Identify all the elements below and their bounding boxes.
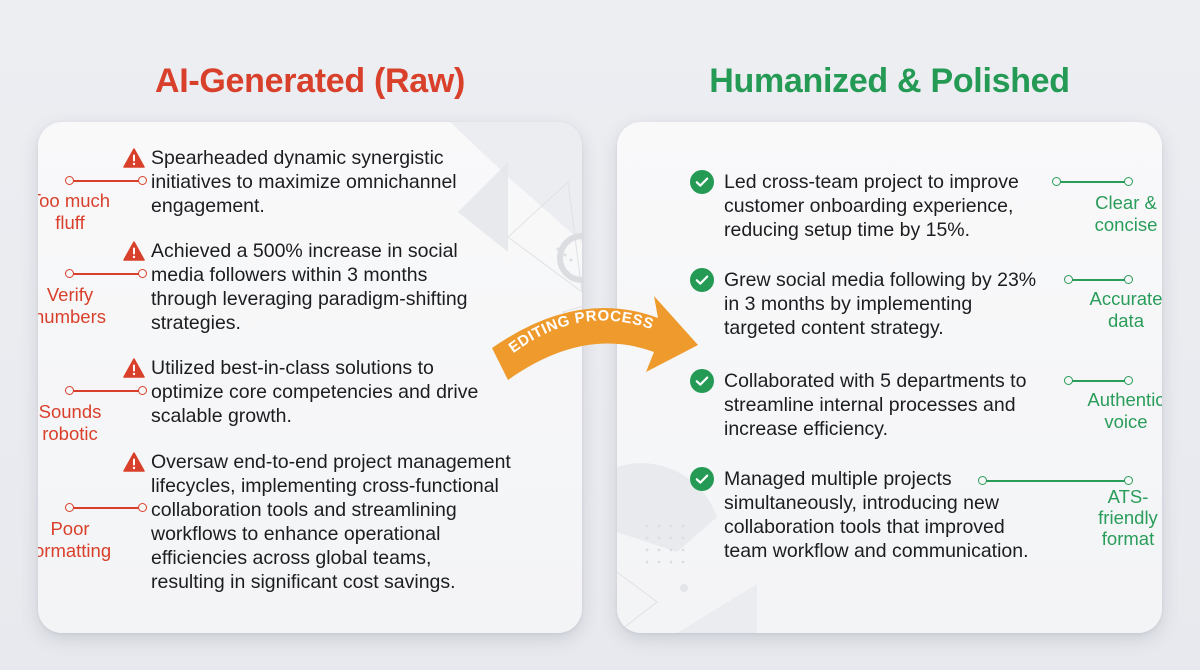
check-circle-icon [690,268,714,292]
annotation-connector [1064,376,1133,386]
check-circle-icon [690,467,714,491]
warning-triangle-icon [123,452,145,472]
check-circle-icon [690,369,714,393]
annotation-connector [978,476,1133,486]
warning-triangle-icon [123,148,145,168]
annotation-connector [65,269,147,279]
curved-arrow-icon: EDITING PROCESS [492,296,698,380]
annotation-connector [65,503,147,513]
improvement-annotation: Clear &concise [1094,192,1158,235]
issue-annotation: Poorformatting [38,518,112,561]
annotation-connector [1052,177,1133,187]
check-circle-icon [690,170,714,194]
polished-panel-title: Humanized & Polished [709,62,1070,100]
raw-panel-title: AI-Generated (Raw) [154,62,466,100]
annotation-connector [65,386,147,396]
annotation-connector [1064,275,1133,285]
warning-triangle-icon [123,358,145,378]
warning-triangle-icon [123,241,145,261]
editing-process-arrow: EDITING PROCESS [488,290,708,390]
annotation-connector [65,176,147,186]
